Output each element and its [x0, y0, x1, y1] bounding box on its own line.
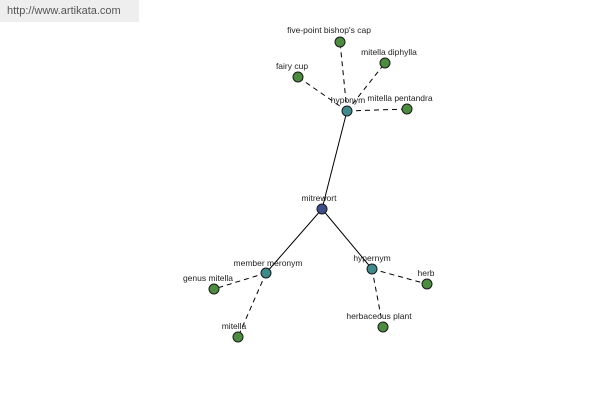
relation-node-hypernym[interactable]: [366, 263, 378, 275]
graph-edges: [213, 41, 428, 338]
edge-root-to-member-meronym: [265, 208, 323, 274]
term-node-herb[interactable]: [421, 278, 433, 290]
edge-hyponym-to-mitella-pentandra: [346, 108, 408, 112]
term-node-genus-mitella[interactable]: [208, 283, 220, 295]
graph-nodes: [208, 36, 433, 343]
edge-member-meronym-to-mitella: [237, 272, 267, 338]
term-label-mitella[interactable]: mitella: [222, 321, 247, 331]
root-label-mitrewort[interactable]: mitrewort: [302, 193, 338, 203]
term-node-mitella[interactable]: [232, 331, 244, 343]
term-node-five-point-bishop-s-cap[interactable]: [334, 36, 346, 48]
edge-hyponym-to-five-point-bishop-s-cap: [339, 41, 348, 112]
root-node-mitrewort[interactable]: [316, 203, 328, 215]
edge-root-to-hyponym: [321, 110, 348, 210]
relation-label-member-meronym[interactable]: member meronym: [234, 258, 303, 268]
edge-hyponym-to-mitella-diphylla: [346, 62, 386, 112]
term-node-mitella-diphylla[interactable]: [379, 57, 391, 69]
term-node-mitella-pentandra[interactable]: [401, 103, 413, 115]
graph-labels: mitrewort hyponym five-point bishop's cap m…: [183, 25, 435, 331]
term-node-fairy-cup[interactable]: [292, 71, 304, 83]
term-label-fairy-cup[interactable]: fairy cup: [276, 61, 308, 71]
relation-node-hyponym[interactable]: [341, 105, 353, 117]
edge-hypernym-to-herb: [371, 268, 428, 285]
source-link[interactable]: http://www.artikata.com: [0, 0, 139, 22]
term-label-herbaceous-plant[interactable]: herbaceous plant: [346, 311, 412, 321]
relation-label-hypernym[interactable]: hypernym: [353, 253, 390, 263]
edge-root-to-hypernym: [321, 208, 373, 270]
edge-member-meronym-to-genus-mitella: [213, 272, 267, 290]
edge-hyponym-to-fairy-cup: [297, 76, 348, 112]
term-label-mitella-pentandra[interactable]: mitella pentandra: [367, 93, 432, 103]
relation-label-hyponym[interactable]: hyponym: [331, 95, 366, 105]
term-label-herb[interactable]: herb: [417, 268, 434, 278]
term-label-mitella-diphylla[interactable]: mitella diphylla: [361, 47, 417, 57]
term-label-five-point-bishop-s-cap[interactable]: five-point bishop's cap: [287, 25, 371, 35]
edge-hypernym-to-herbaceous-plant: [371, 268, 384, 328]
relation-node-member-meronym[interactable]: [260, 267, 272, 279]
term-label-genus-mitella[interactable]: genus mitella: [183, 273, 233, 283]
term-node-herbaceous-plant[interactable]: [377, 321, 389, 333]
